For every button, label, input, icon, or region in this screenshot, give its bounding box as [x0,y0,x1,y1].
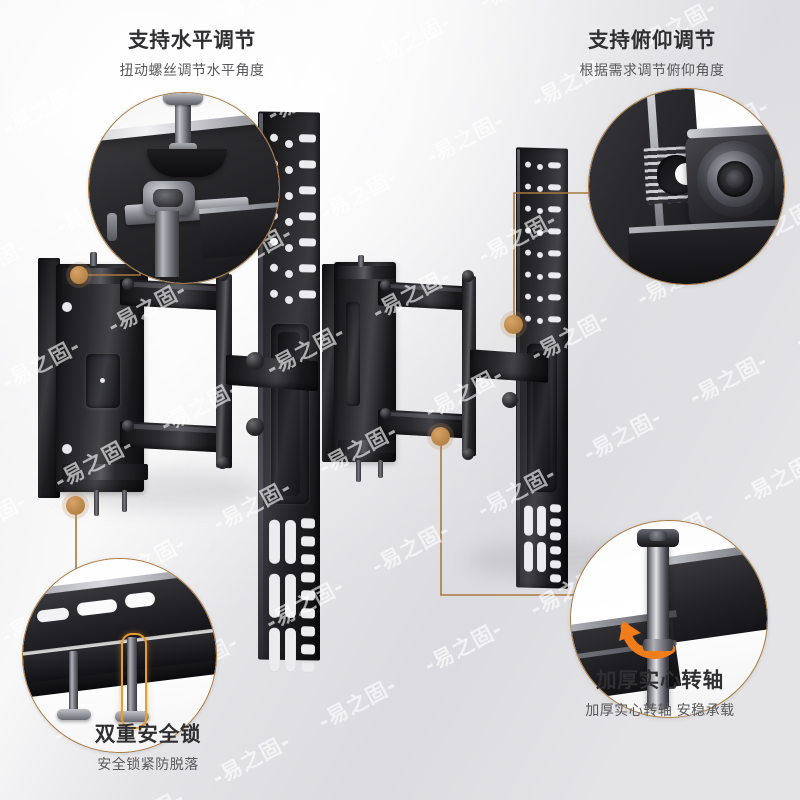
callout-dot-horizontal-adjust [70,266,88,284]
right-arm-pivot [502,392,518,408]
caption-subtitle: 安全锁紧防脱落 [97,755,199,772]
left-arm-pivot-lower [246,418,264,436]
caption-tilt-adjust: 支持俯仰调节 根据需求调节俯仰角度 [512,28,792,79]
caption-subtitle: 加厚实心转轴 安稳承载 [585,701,735,718]
left-arm-pivot-upper [246,352,264,370]
safety-lock-highlight [121,633,147,729]
caption-horizontal-adjust: 支持水平调节 扭动螺丝调节水平角度 [52,28,332,79]
callout-dot-safety-lock [66,496,85,515]
caption-subtitle: 根据需求调节俯仰角度 [579,61,725,78]
left-bracket-assembly [38,252,318,516]
caption-title: 加厚实心转轴 [596,669,724,692]
caption-title: 支持俯仰调节 [588,29,716,52]
caption-title: 双重安全锁 [94,723,202,746]
caption-safety-lock: 双重安全锁 安全锁紧防脱落 [8,722,288,773]
right-bracket-assembly [322,255,548,492]
rotation-arrow-icon [619,621,676,659]
caption-title: 支持水平调节 [128,29,256,52]
callout-dot-tilt-adjust [504,315,523,334]
callout-image-solid-shaft [570,520,768,718]
caption-solid-shaft: 加厚实心转轴 加厚实心转轴 安稳承载 [520,668,800,719]
callout-image-horizontal-adjust [88,92,280,284]
caption-subtitle: 扭动螺丝调节水平角度 [119,61,265,78]
callout-dot-solid-shaft [431,427,450,446]
callout-image-tilt-adjust [588,88,785,285]
callout-image-safety-lock [22,558,217,753]
